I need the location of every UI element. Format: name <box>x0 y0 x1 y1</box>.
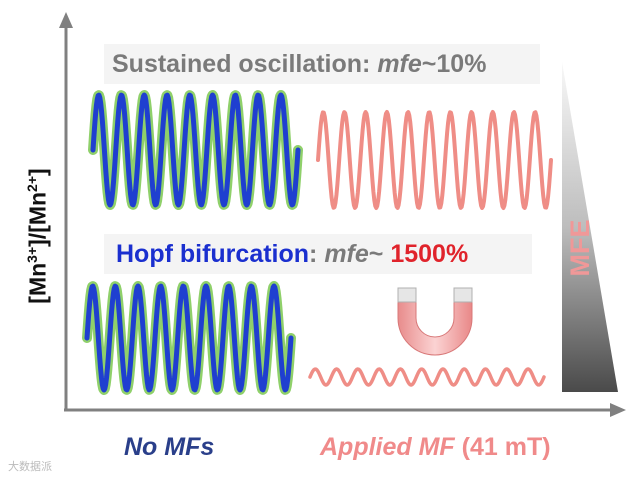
sustained-oscillation-banner: Sustained oscillation: mfe~10% <box>104 44 540 84</box>
hopf-bifurcation-banner: Hopf bifurcation: mfe~ 1500% <box>104 234 532 274</box>
y-axis-arrow <box>59 12 73 28</box>
y-axis-label: [Mn3+]/[Mn2+] <box>24 168 51 304</box>
red-wave-top <box>316 110 553 210</box>
mfe-label: MFE <box>565 219 595 277</box>
applied-mf-label: Applied MF (41 mT) <box>320 433 551 461</box>
watermark: 大数据派 <box>8 461 52 473</box>
red-wave-bottom <box>308 367 546 387</box>
no-mfs-label: No MFs <box>124 433 215 461</box>
blue-wave-bottom <box>84 283 294 393</box>
mfe-wedge <box>562 62 618 392</box>
blue-wave-top <box>90 92 301 208</box>
horseshoe-magnet-icon <box>397 287 473 356</box>
x-axis-arrow <box>610 403 626 417</box>
